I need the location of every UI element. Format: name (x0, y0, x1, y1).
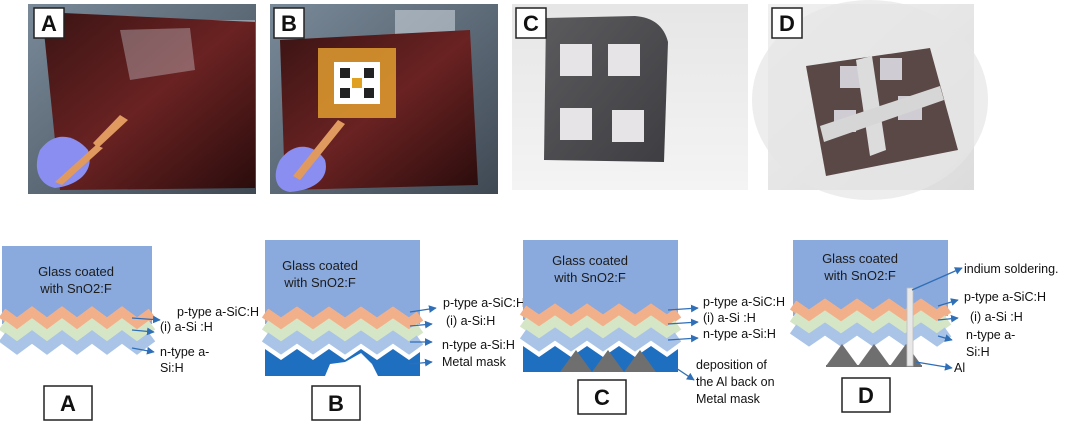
al-back-contact (890, 344, 922, 366)
layer-label: (i) a-Si :H (703, 311, 756, 325)
glass-label-line2: with SnO2:F (39, 281, 112, 296)
glass-label-line1: Glass coated (822, 251, 898, 266)
layer-label: the Al back on (696, 375, 775, 389)
photo-d-indium-solder (820, 86, 944, 142)
photo-d-indium-solder (856, 56, 886, 156)
photo-b-tweezers (293, 120, 345, 180)
layer-label: n-type a- (160, 345, 209, 359)
al-back-contact (592, 350, 624, 372)
glass-label-line1: Glass coated (552, 253, 628, 268)
diagram-a-label-box (43, 385, 93, 421)
p-layer (0, 306, 156, 331)
layer-label: (i) a-Si :H (970, 310, 1023, 324)
p-layer (789, 298, 952, 323)
layer-label: Metal mask (442, 355, 507, 369)
n-layer (789, 322, 952, 347)
layer-label: Metal mask (696, 392, 761, 406)
n-layer (261, 330, 424, 355)
diagram-d-label-box (841, 377, 891, 413)
photo-a-tweezers (55, 145, 103, 185)
photo-a-letter: A (41, 11, 57, 36)
glass-label-line1: Glass coated (282, 258, 358, 273)
photo-a-glass-plate (42, 12, 255, 190)
photo-d-pad (880, 58, 902, 80)
glass-label-line2: with SnO2:F (553, 270, 626, 285)
layer-label: p-type a-SiC:H (964, 290, 1046, 304)
photo-b-label-box (273, 7, 305, 39)
layer-label: n-type a-Si:H (703, 327, 776, 341)
diagram-d-letter: D (858, 383, 874, 408)
photo-c-pad (560, 108, 592, 140)
photo-a-glove (36, 136, 90, 188)
photo-c-letter: C (523, 11, 539, 36)
al-back-contact (560, 350, 592, 372)
diagram-b: Glass coated with SnO2:F p-type a-SiC:H … (261, 240, 525, 421)
diagram-b-label-box (311, 385, 361, 421)
photo-d-letter: D (779, 11, 795, 36)
photo-c-pad (608, 44, 640, 76)
layer-label: indium soldering. (964, 262, 1059, 276)
photo-a-label-box (33, 7, 65, 39)
i-layer (789, 310, 952, 335)
photo-c-pad (612, 110, 644, 142)
photo-c-pad (560, 44, 592, 76)
al-back-contact (624, 350, 656, 372)
diagram-d: Glass coated with SnO2:F indium solderin… (789, 240, 1059, 413)
photo-c-label-box (515, 7, 547, 39)
diagram-c: Glass coated with SnO2:F p-type a-SiC:H … (519, 240, 785, 415)
diagram-c-letter: C (594, 385, 610, 410)
indium-solder-contact (906, 287, 914, 367)
p-layer (261, 306, 424, 331)
photo-d-label-box (771, 7, 803, 39)
i-layer (261, 318, 424, 343)
photo-c: C (512, 4, 748, 190)
p-layer (519, 303, 682, 328)
layer-label: n-type a-Si:H (442, 338, 515, 352)
layer-label: (i) a-Si :H (160, 320, 213, 334)
al-back-contact (826, 344, 858, 366)
diagram-a-letter: A (60, 391, 76, 416)
layer-label: Si:H (160, 361, 184, 375)
photo-d-pad (840, 66, 862, 88)
photo-d: D (752, 0, 988, 200)
layer-label: (i) a-Si:H (446, 314, 495, 328)
diagram-a: Glass coated with SnO2:F p-type a-SiC:H … (0, 246, 259, 421)
al-back-contact (858, 344, 890, 366)
photo-a: A (28, 4, 256, 194)
photo-b-letter: B (281, 11, 297, 36)
layer-label: p-type a-SiC:H (703, 295, 785, 309)
layer-label: deposition of (696, 358, 767, 372)
i-layer (0, 318, 156, 343)
n-layer (519, 327, 682, 352)
glass-label-line2: with SnO2:F (283, 275, 356, 290)
layer-label: p-type a-SiC:H (177, 305, 259, 319)
n-layer (0, 330, 156, 355)
layer-label: p-type a-SiC:H (443, 296, 525, 310)
layer-label: Al (954, 361, 965, 375)
diagram-c-label-box (577, 379, 627, 415)
layer-label: Si:H (966, 345, 990, 359)
photo-b: B (270, 4, 498, 194)
photo-c-sample (544, 16, 668, 162)
diagram-b-letter: B (328, 391, 344, 416)
glass-label-line2: with SnO2:F (823, 268, 896, 283)
i-layer (519, 315, 682, 340)
layer-label: n-type a- (966, 328, 1015, 342)
glass-label-line1: Glass coated (38, 264, 114, 279)
